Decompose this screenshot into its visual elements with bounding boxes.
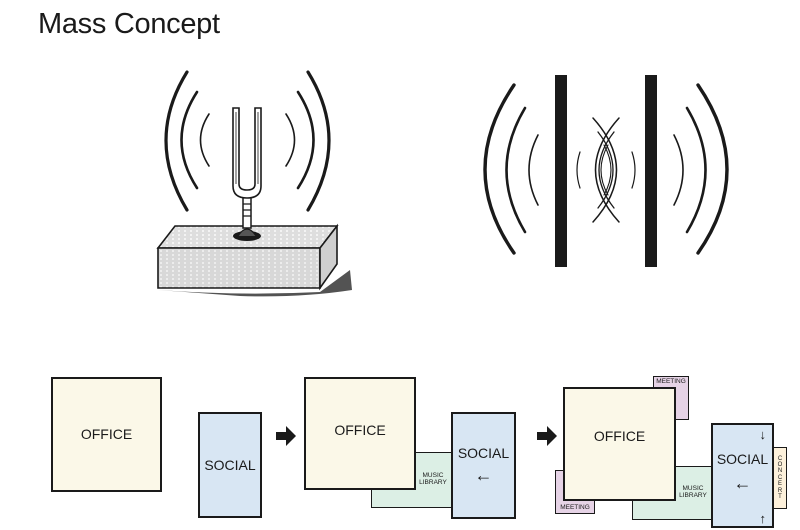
office-block-stage3: OFFICE [563,387,676,501]
social-label: SOCIAL [457,444,510,461]
arrow-up-icon: ↑ [759,511,767,527]
music-library-label: MUSIC LIBRARY [679,485,707,499]
meeting-label: MEETING [656,378,686,385]
office-label: OFFICE [334,422,386,438]
arrow-left-icon: ← [474,465,493,486]
social-label: SOCIAL [716,450,769,467]
social-block-stage2: SOCIAL ← [451,412,516,519]
office-label: OFFICE [80,426,133,443]
sound-wave-icon [164,70,331,212]
resonance-walls-icon [483,75,729,267]
meeting-label: MEETING [560,504,590,512]
office-label: OFFICE [593,428,646,444]
page-title: Mass Concept [38,8,220,40]
social-block-stage3: ↓ SOCIAL ← ↑ [711,423,774,528]
office-block-stage2: OFFICE [304,377,416,490]
tuning-fork-icon [156,107,352,297]
social-block-stage1: SOCIAL [198,412,262,518]
arrow-left-icon: ← [733,473,752,494]
office-block-stage1: OFFICE [51,377,162,492]
music-library-label: MUSIC LIBRARY [419,472,447,486]
social-label: SOCIAL [204,456,256,473]
arrow-down-icon: ↓ [759,427,767,442]
arrow-right-icon [276,426,557,446]
